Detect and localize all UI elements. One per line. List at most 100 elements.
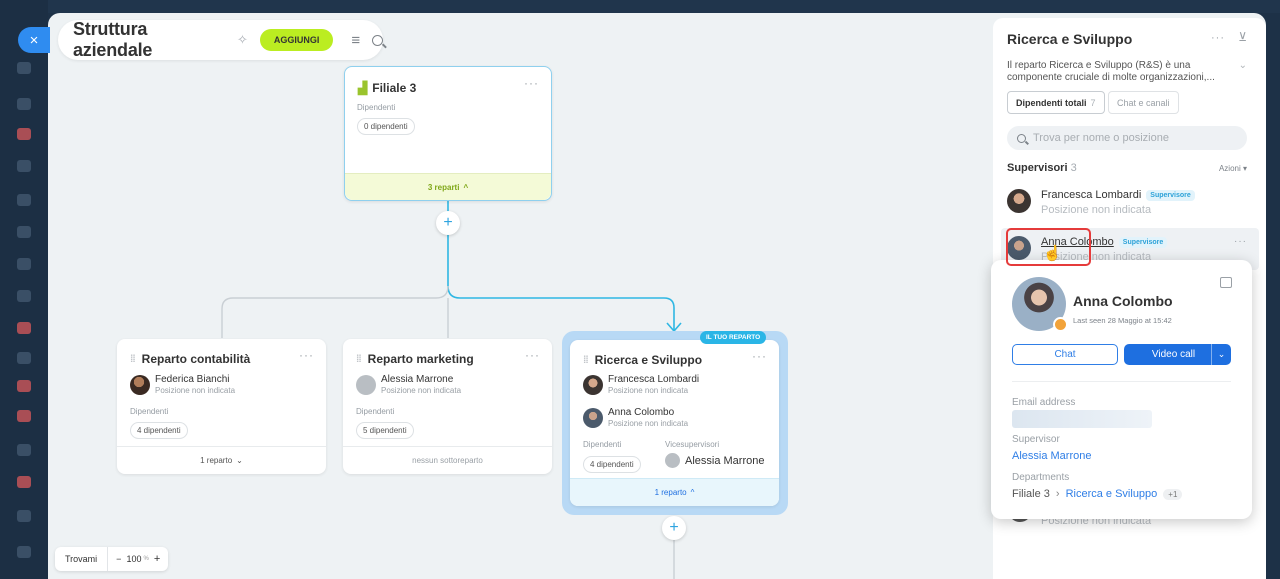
employees-chip[interactable]: 4 dipendenti bbox=[583, 456, 641, 473]
actions-dropdown[interactable]: Azioni ▾ bbox=[1219, 164, 1247, 173]
more-icon[interactable]: ··· bbox=[525, 348, 540, 362]
highlight-box bbox=[1006, 228, 1091, 266]
app-icon[interactable] bbox=[17, 98, 31, 110]
drag-handle-icon[interactable]: ⁞⁞ bbox=[583, 354, 589, 366]
person-position: Posizione non indicata bbox=[608, 386, 689, 395]
supervisor-label: Supervisor bbox=[1012, 434, 1060, 445]
app-icon[interactable] bbox=[17, 226, 31, 238]
avatar bbox=[583, 407, 603, 428]
supervisors-label: Supervisori bbox=[1007, 162, 1068, 174]
person-name: Federica Bianchi bbox=[155, 374, 230, 385]
video-call-button[interactable]: Video call ⌄ bbox=[1124, 344, 1231, 365]
chevron-up-icon: ^ bbox=[463, 182, 469, 192]
find-me-button[interactable]: Trovami bbox=[55, 547, 109, 571]
person-name[interactable]: Francesca Lombardi bbox=[1041, 189, 1142, 201]
app-icon[interactable] bbox=[17, 352, 31, 364]
chevron-down-icon: ⌄ bbox=[236, 456, 243, 465]
employees-chip[interactable]: 4 dipendenti bbox=[130, 422, 188, 439]
drag-handle-icon[interactable]: ⁞⁞ bbox=[130, 353, 136, 365]
avatar bbox=[130, 374, 150, 395]
last-seen: Last seen 28 Maggio at 15:42 bbox=[1073, 316, 1172, 325]
more-icon[interactable]: ··· bbox=[752, 349, 767, 363]
more-departments-badge[interactable]: +1 bbox=[1163, 488, 1183, 500]
status-icon bbox=[1053, 317, 1068, 332]
search-input[interactable]: Trova per nome o posizione bbox=[1007, 126, 1247, 150]
chevron-up-icon: ^ bbox=[690, 488, 695, 497]
more-icon[interactable]: ··· bbox=[524, 76, 539, 90]
more-icon[interactable]: ··· bbox=[1234, 236, 1247, 247]
employees-chip[interactable]: 5 dipendenti bbox=[356, 422, 414, 439]
deputy-person[interactable]: Alessia Marrone bbox=[665, 453, 764, 468]
add-department-button[interactable]: + bbox=[662, 516, 686, 540]
app-icon[interactable] bbox=[17, 62, 31, 74]
department-card[interactable]: ⁞⁞Reparto contabilità ··· Federica Bianc… bbox=[117, 339, 326, 474]
tab-chats[interactable]: Chat e canali bbox=[1108, 91, 1179, 114]
app-icon[interactable] bbox=[17, 380, 31, 392]
department-footer[interactable]: 1 reparto^ bbox=[570, 478, 779, 506]
tab-count: 7 bbox=[1090, 97, 1096, 108]
tab-employees[interactable]: Dipendenti totali 7 bbox=[1007, 91, 1105, 114]
avatar bbox=[1007, 189, 1031, 213]
supervisors-heading: Supervisori 3 bbox=[1007, 162, 1077, 174]
app-icon[interactable] bbox=[17, 510, 31, 522]
avatar bbox=[356, 374, 376, 395]
close-button[interactable]: × bbox=[18, 27, 50, 53]
pin-icon[interactable]: ✧ bbox=[236, 32, 248, 47]
title-bar: Struttura aziendale ✧ AGGIUNGI ≡ bbox=[58, 19, 383, 60]
zoom-in-button[interactable]: + bbox=[153, 553, 161, 565]
building-icon: ▟ bbox=[358, 81, 368, 95]
app-icon[interactable] bbox=[17, 258, 31, 270]
zoom-out-button[interactable]: − bbox=[116, 554, 122, 564]
subdepartments-count: 1 reparto bbox=[200, 456, 233, 465]
app-icon[interactable] bbox=[17, 546, 31, 558]
app-icon[interactable] bbox=[17, 194, 31, 206]
tab-label: Dipendenti totali bbox=[1016, 97, 1087, 108]
person-position: Posizione non indicata bbox=[1041, 204, 1152, 216]
hand-cursor-icon: ☝ bbox=[1043, 245, 1062, 262]
user-card-popup: Anna Colombo Last seen 28 Maggio at 15:4… bbox=[991, 260, 1252, 519]
person-name: Alessia Marrone bbox=[685, 454, 765, 467]
menu-icon[interactable]: ≡ bbox=[351, 31, 361, 49]
add-department-button[interactable]: + bbox=[436, 211, 460, 235]
person-name: Francesca Lombardi bbox=[608, 374, 700, 385]
zoom-control: Trovami − 100 % + bbox=[55, 547, 169, 571]
open-profile-icon[interactable] bbox=[1220, 277, 1232, 288]
chevron-right-icon: › bbox=[1055, 488, 1060, 500]
supervisor-badge: Supervisore bbox=[1118, 236, 1168, 248]
employees-chip[interactable]: 0 dipendenti bbox=[357, 118, 415, 135]
search-icon[interactable] bbox=[372, 34, 383, 46]
person-name[interactable]: Anna Colombo bbox=[1041, 236, 1114, 248]
branch-footer[interactable]: 3 reparti ^ bbox=[345, 173, 551, 200]
dept-parent[interactable]: Filiale 3 bbox=[1012, 488, 1050, 500]
drag-handle-icon[interactable]: ⁞⁞ bbox=[356, 353, 362, 365]
chevron-down-icon[interactable]: ⌄ bbox=[1211, 344, 1231, 365]
add-button[interactable]: AGGIUNGI bbox=[259, 29, 334, 51]
app-icon[interactable] bbox=[17, 290, 31, 302]
collapse-icon[interactable]: ⊻ bbox=[1238, 30, 1247, 44]
department-card-selected[interactable]: ⁞⁞Ricerca e Sviluppo ··· Francesca Lomba… bbox=[570, 340, 779, 506]
supervisor-link[interactable]: Alessia Marrone bbox=[1012, 450, 1092, 462]
app-icon[interactable] bbox=[17, 476, 31, 488]
subdepartments-count: nessun sottoreparto bbox=[412, 456, 483, 465]
department-footer[interactable]: 1 reparto⌄ bbox=[117, 446, 326, 474]
dept-current-link[interactable]: Ricerca e Sviluppo bbox=[1065, 488, 1158, 500]
zoom-value: 100 bbox=[126, 554, 142, 564]
app-icon[interactable] bbox=[17, 322, 31, 334]
chat-button[interactable]: Chat bbox=[1012, 344, 1118, 365]
employees-label: Dipendenti bbox=[583, 440, 622, 449]
chevron-down-icon[interactable]: ⌄ bbox=[1238, 60, 1247, 71]
more-icon[interactable]: ··· bbox=[1211, 32, 1225, 44]
app-icon[interactable] bbox=[17, 410, 31, 422]
more-icon[interactable]: ··· bbox=[299, 348, 314, 362]
branch-card[interactable]: ▟ Filiale 3 ··· Dipendenti 0 dipendenti … bbox=[344, 66, 552, 201]
app-icon[interactable] bbox=[17, 128, 31, 140]
app-icon[interactable] bbox=[17, 444, 31, 456]
app-icon[interactable] bbox=[17, 160, 31, 172]
departments-path: Filiale 3 › Ricerca e Sviluppo +1 bbox=[1012, 488, 1183, 500]
